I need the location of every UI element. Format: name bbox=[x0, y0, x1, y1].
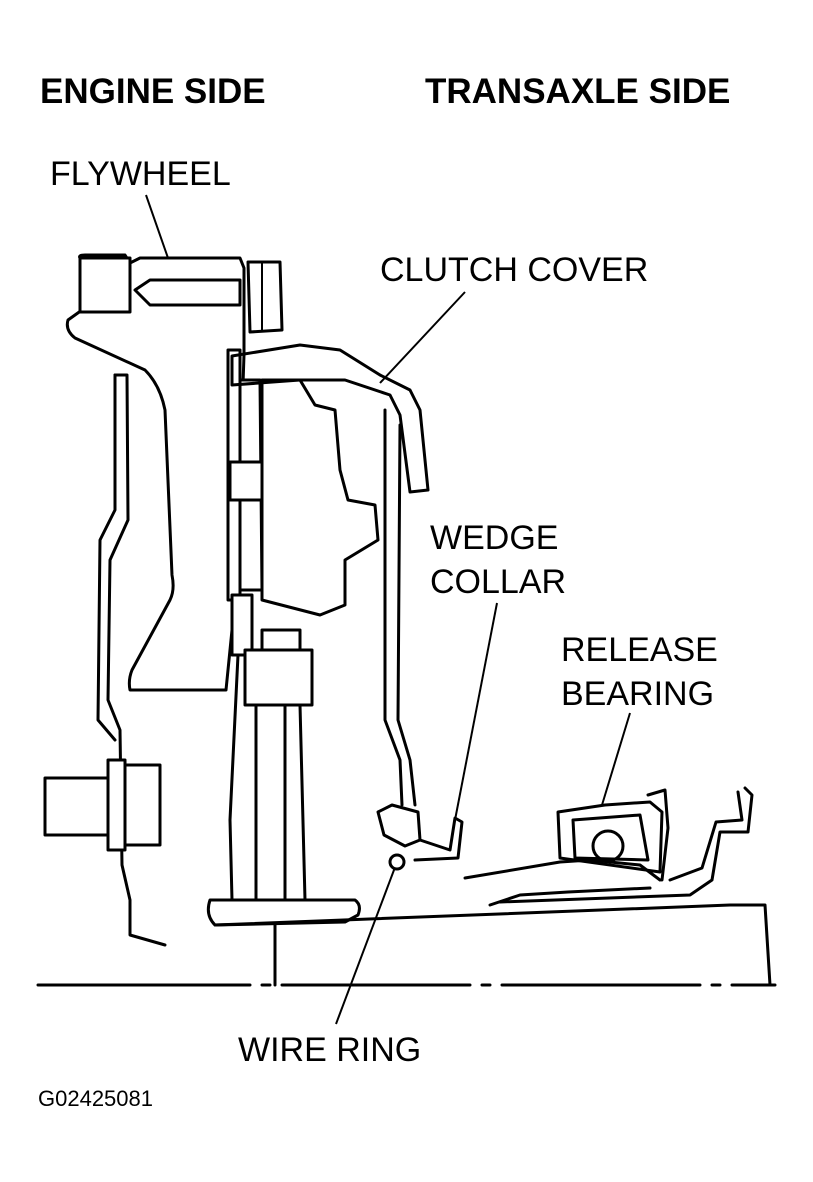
wire-ring bbox=[388, 853, 406, 871]
pressure-plate bbox=[260, 378, 380, 617]
wedge-collar-label-line2: COLLAR bbox=[430, 563, 567, 601]
release-bearing-leader bbox=[601, 712, 631, 806]
release-bearing-label-line1: RELEASE bbox=[561, 631, 718, 669]
release-bearing-ball bbox=[591, 829, 625, 863]
clutch-cover bbox=[230, 343, 430, 494]
engine-plate-inner bbox=[96, 373, 117, 742]
input-shaft-top bbox=[213, 903, 772, 987]
cover-inner bbox=[383, 408, 404, 807]
hub-web-c bbox=[298, 703, 307, 902]
flywheel-bolt-shank bbox=[133, 278, 242, 307]
engine-side-heading: ENGINE SIDE bbox=[40, 72, 266, 111]
wedge-collar-tail bbox=[413, 816, 464, 862]
release-bearing-sleeve-lower bbox=[488, 886, 652, 907]
engine-plate-outer bbox=[106, 373, 167, 947]
flywheel-bolt-head bbox=[78, 256, 132, 314]
transaxle-side-heading: TRANSAXLE SIDE bbox=[425, 72, 731, 111]
disc-rivet bbox=[228, 460, 264, 502]
wedge-collar-label-line1: WEDGE bbox=[430, 519, 559, 557]
flywheel-nut bbox=[246, 260, 284, 334]
wedge-collar bbox=[376, 803, 422, 848]
figure-code: G02425081 bbox=[38, 1086, 153, 1111]
crank-bolt-shank bbox=[43, 776, 110, 837]
hub-spring bbox=[243, 648, 314, 707]
crank-bolt-washer bbox=[106, 758, 127, 852]
bearing-retainer bbox=[498, 786, 754, 904]
release-bearing-label-line2: BEARING bbox=[561, 675, 715, 713]
wire-ring-label: WIRE RING bbox=[238, 1031, 422, 1069]
release-bearing-race bbox=[571, 813, 650, 862]
hub-web-left bbox=[228, 653, 240, 902]
cover-outer bbox=[396, 423, 417, 807]
flywheel-leader bbox=[145, 194, 169, 259]
clutch-cover-leader bbox=[379, 291, 466, 384]
bearing-retainer-inner bbox=[668, 790, 744, 882]
release-bearing-sleeve bbox=[463, 858, 662, 882]
wire-ring-leader bbox=[335, 861, 398, 1025]
release-bearing-cap bbox=[646, 788, 670, 882]
clutch-cover-label: CLUTCH COVER bbox=[380, 251, 649, 289]
wedge-collar-leader bbox=[454, 602, 498, 821]
hub-upper bbox=[260, 628, 302, 652]
flywheel-body bbox=[65, 253, 246, 692]
hub-flange bbox=[230, 593, 254, 657]
crank-bolt-head bbox=[123, 763, 162, 847]
flywheel-label: FLYWHEEL bbox=[50, 155, 231, 193]
